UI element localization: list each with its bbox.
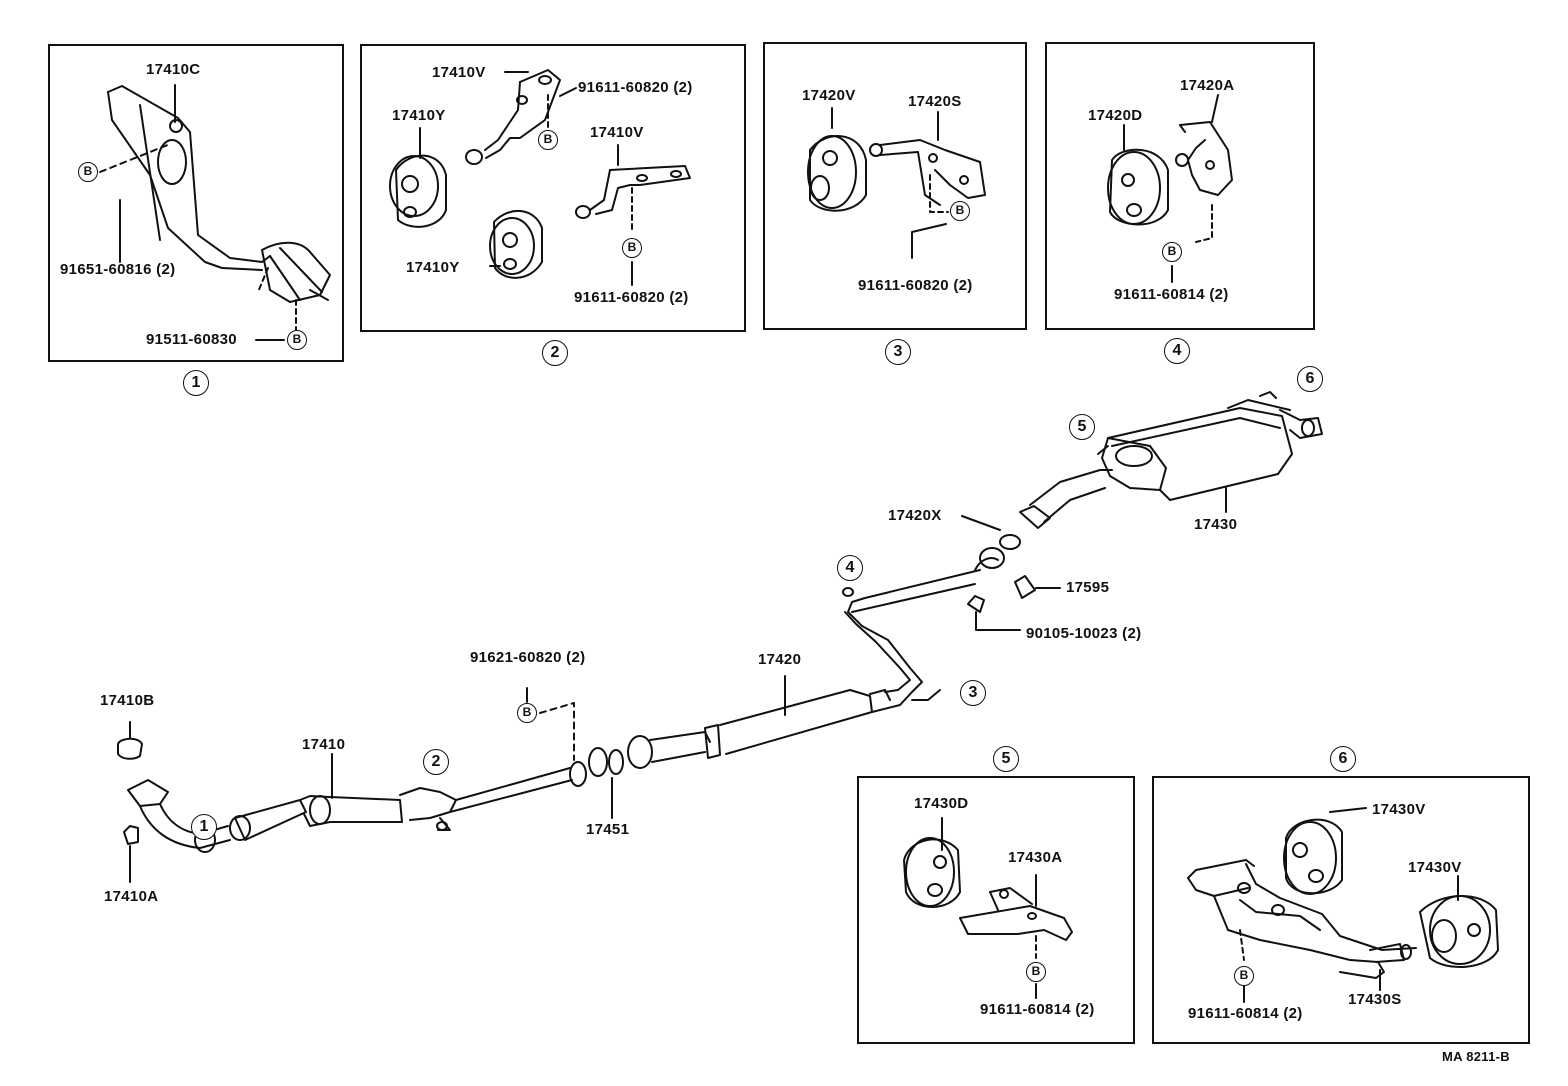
main-callout-5: 5 xyxy=(1069,414,1095,440)
detail-panel-4 xyxy=(1045,42,1315,330)
bolt-90105-drawing xyxy=(967,595,985,613)
gasket-17420x-drawing xyxy=(999,534,1021,550)
part-label: 91611-60820 (2) xyxy=(578,79,693,96)
fastener-symbol: B xyxy=(1234,966,1254,986)
main-callout-6: 6 xyxy=(1297,366,1323,392)
center-pipe-drawing xyxy=(627,547,1005,769)
tail-pipe-muffler-drawing xyxy=(1019,391,1323,529)
part-label: 17451 xyxy=(586,821,630,838)
nut-17410a-drawing xyxy=(123,825,139,845)
panel2-upper-cushion-drawing xyxy=(389,154,447,228)
part-label: 17410Y xyxy=(406,259,460,276)
detail-panel-5 xyxy=(857,776,1135,1044)
panel6-right-cushion-drawing xyxy=(1419,895,1499,968)
part-label: 17430D xyxy=(914,795,969,812)
part-label: 17420D xyxy=(1088,107,1143,124)
fastener-symbol: B xyxy=(950,201,970,221)
part-label: 17430V xyxy=(1408,859,1462,876)
detail-panel-3 xyxy=(763,42,1027,330)
part-label: 91611-60820 (2) xyxy=(574,289,689,306)
panel5-cushion-drawing xyxy=(903,837,961,908)
part-label: 91611-60814 (2) xyxy=(1114,286,1229,303)
panel4-bracket-drawing xyxy=(1175,121,1233,243)
part-label: 17420X xyxy=(888,507,942,524)
panel6-upper-cushion-drawing xyxy=(1283,818,1343,895)
part-label: 91621-60820 (2) xyxy=(470,649,586,666)
part-label: 91511-60830 xyxy=(146,331,237,348)
part-label: 91611-60814 (2) xyxy=(1188,1005,1303,1022)
part-label: 17410V xyxy=(590,124,644,141)
panel1-callout: 1 xyxy=(183,370,209,396)
panel6-bracket-drawing xyxy=(1187,859,1417,979)
joint-bolt-leader xyxy=(539,702,575,761)
fastener-symbol: B xyxy=(1026,962,1046,982)
panel2-callout: 2 xyxy=(542,340,568,366)
diagram-reference: MA 8211-B xyxy=(1442,1049,1510,1064)
front-pipe-drawing xyxy=(127,761,587,853)
part-label: 17410Y xyxy=(392,107,446,124)
detail-panel-6 xyxy=(1152,776,1530,1044)
fastener-symbol: B xyxy=(78,162,98,182)
panel4-callout: 4 xyxy=(1164,338,1190,364)
part-label: 17420S xyxy=(908,93,962,110)
part-label: 91651-60816 (2) xyxy=(60,261,176,278)
part-label: 17420A xyxy=(1180,77,1235,94)
panel4-cushion-drawing xyxy=(1107,148,1169,226)
panel2-lower-cushion-drawing xyxy=(489,209,543,279)
part-label: 17410V xyxy=(432,64,486,81)
panel6-callout: 6 xyxy=(1330,746,1356,772)
part-label: 17420 xyxy=(758,651,802,668)
fastener-symbol: B xyxy=(622,238,642,258)
part-label: 17430V xyxy=(1372,801,1426,818)
panel3-callout: 3 xyxy=(885,339,911,365)
part-label: 17410 xyxy=(302,736,346,753)
main-callout-2: 2 xyxy=(423,749,449,775)
panel3-cushion-drawing xyxy=(807,135,867,212)
part-label: 17410A xyxy=(104,888,159,905)
panel5-callout: 5 xyxy=(993,746,1019,772)
panel5-bracket-drawing xyxy=(959,887,1073,959)
main-callout-1: 1 xyxy=(191,814,217,840)
panel2-upper-bracket-drawing xyxy=(465,69,561,165)
part-label: 91611-60820 (2) xyxy=(858,277,973,294)
panel1-leader-upper xyxy=(99,143,171,173)
main-callout-4: 4 xyxy=(837,555,863,581)
spring-17595-drawing xyxy=(1014,575,1036,599)
part-label: 17410C xyxy=(146,61,201,78)
detail-panel-2 xyxy=(360,44,746,332)
part-label: 91611-60814 (2) xyxy=(980,1001,1095,1018)
fastener-symbol: B xyxy=(287,330,307,350)
fastener-symbol: B xyxy=(1162,242,1182,262)
part-label: 17420V xyxy=(802,87,856,104)
part-label: 17430S xyxy=(1348,991,1402,1008)
gasket-17410b-drawing xyxy=(117,737,143,760)
panel2-lower-bracket-drawing xyxy=(575,165,691,233)
main-callout-3: 3 xyxy=(960,680,986,706)
part-label: 17595 xyxy=(1066,579,1110,596)
part-label: 17430A xyxy=(1008,849,1063,866)
fastener-symbol: B xyxy=(538,130,558,150)
panel3-bracket-drawing xyxy=(869,139,986,213)
part-label: 17430 xyxy=(1194,516,1238,533)
fastener-symbol: B xyxy=(517,703,537,723)
part-label: 90105-10023 (2) xyxy=(1026,625,1142,642)
gasket-17451-drawing xyxy=(588,747,608,777)
part-label: 17410B xyxy=(100,692,155,709)
detail-panel-1 xyxy=(48,44,344,362)
